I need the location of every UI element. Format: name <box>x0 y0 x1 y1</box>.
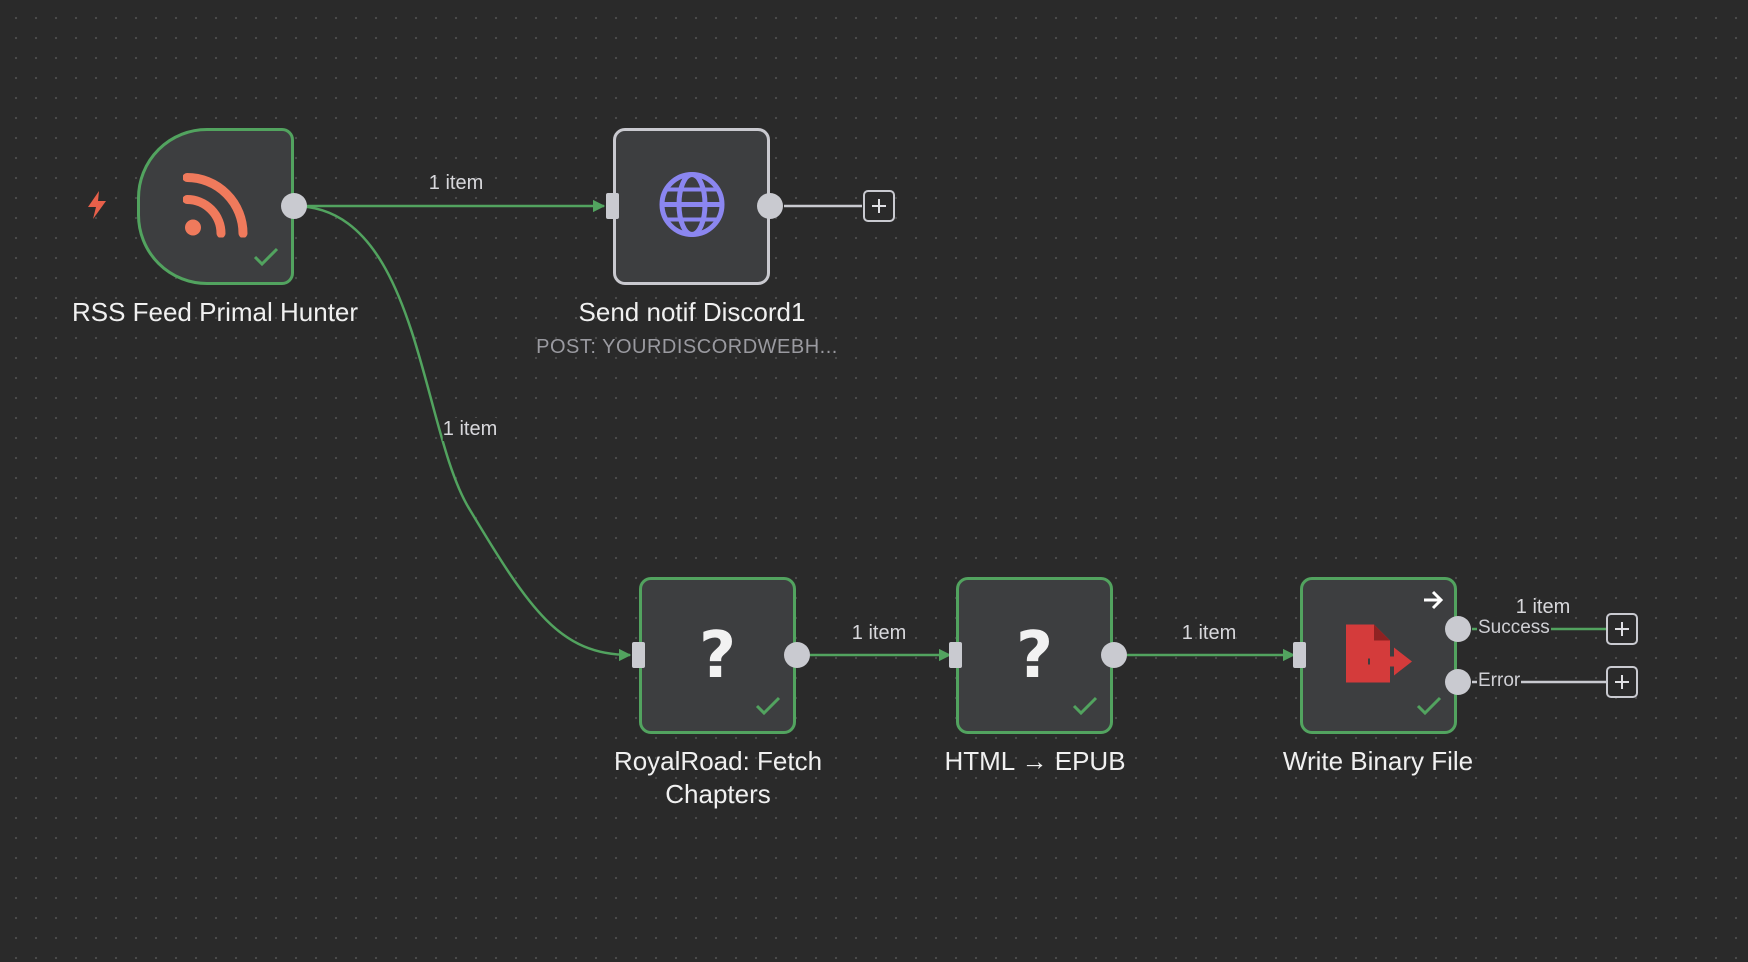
success-port-label: Success <box>1477 617 1551 639</box>
edge-label-rss-discord: 1 item <box>428 172 484 194</box>
epub-output-handle[interactable] <box>1101 642 1127 668</box>
discord-input-handle[interactable] <box>606 193 619 219</box>
discord-output-handle[interactable] <box>757 193 783 219</box>
rss-node-label: RSS Feed Primal Hunter <box>71 297 359 327</box>
question-icon: ? <box>1015 618 1054 693</box>
fetch-node-label: RoyalRoad: Fetch Chapters <box>614 745 822 811</box>
node-royalroad-fetch[interactable]: ? <box>639 577 796 734</box>
fetch-node-label-line2: Chapters <box>665 779 771 809</box>
success-check-icon <box>755 696 781 721</box>
fetch-node-label-line1: RoyalRoad: Fetch <box>613 746 823 776</box>
success-check-icon <box>253 247 279 272</box>
arrow-right-icon <box>1422 590 1444 615</box>
success-check-icon <box>1416 696 1442 721</box>
edge-label-write-success: 1 item <box>1515 596 1571 618</box>
discord-add-node-button[interactable] <box>863 190 895 222</box>
success-add-node-button[interactable] <box>1606 613 1638 645</box>
success-check-icon <box>1072 696 1098 721</box>
fetch-input-handle[interactable] <box>632 642 645 668</box>
edge-label-epub-write: 1 item <box>1181 622 1237 644</box>
edge-label-fetch-epub: 1 item <box>851 622 907 644</box>
write-error-handle[interactable] <box>1445 669 1471 695</box>
write-node-label: Write Binary File <box>1282 746 1474 776</box>
globe-icon <box>658 170 726 243</box>
epub-input-handle[interactable] <box>949 642 962 668</box>
node-rss-feed[interactable] <box>137 128 294 285</box>
node-send-discord[interactable] <box>613 128 770 285</box>
rss-output-handle[interactable] <box>281 193 307 219</box>
node-html-to-epub[interactable]: ? <box>956 577 1113 734</box>
fetch-output-handle[interactable] <box>784 642 810 668</box>
error-add-node-button[interactable] <box>1606 666 1638 698</box>
edge-rss-to-fetch[interactable] <box>293 204 632 662</box>
node-write-binary-file[interactable] <box>1300 577 1457 734</box>
error-port-label: Error <box>1477 670 1522 692</box>
write-input-handle[interactable] <box>1293 642 1306 668</box>
discord-node-label: Send notif Discord1 <box>578 297 806 327</box>
write-success-handle[interactable] <box>1445 616 1471 642</box>
rss-icon <box>182 171 249 242</box>
discord-node-subtitle: POST: YOURDISCORDWEBH... <box>536 336 838 358</box>
file-export-icon <box>1344 622 1414 689</box>
edge-label-rss-fetch: 1 item <box>442 418 498 441</box>
trigger-lightning-icon <box>85 190 109 225</box>
epub-node-label: HTML → EPUB <box>944 746 1126 776</box>
question-icon: ? <box>698 618 737 693</box>
